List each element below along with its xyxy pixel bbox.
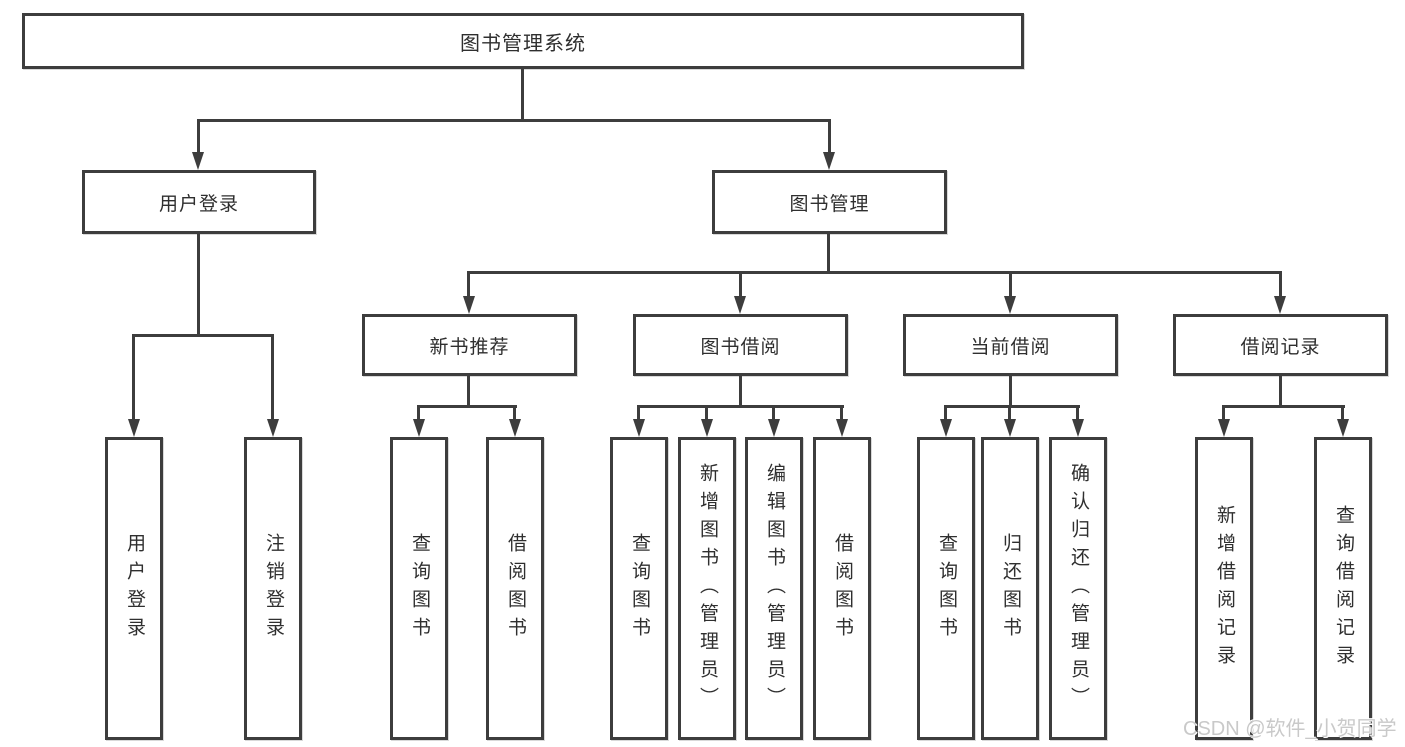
connector-line — [944, 405, 1080, 408]
arrow-down-icon — [701, 419, 713, 437]
leaf-edit-books-admin: 编辑图书（管理员） — [745, 437, 803, 740]
connector-line — [417, 405, 517, 408]
node-book-management: 图书管理 — [712, 170, 947, 234]
connector-line — [1279, 376, 1282, 407]
leaf-add-books-admin: 新增图书（管理员） — [678, 437, 736, 740]
leaf-borrow-books-recommend: 借阅图书 — [486, 437, 544, 740]
node-borrowing-records: 借阅记录 — [1173, 314, 1388, 376]
arrow-down-icon — [128, 419, 140, 437]
connector-line — [467, 271, 470, 298]
arrow-down-icon — [633, 419, 645, 437]
connector-line — [1341, 405, 1344, 421]
arrow-down-icon — [1004, 296, 1016, 314]
connector-line — [827, 234, 830, 273]
leaf-return-books: 归还图书 — [981, 437, 1039, 740]
connector-line — [1222, 405, 1225, 421]
connector-line — [513, 405, 516, 421]
node-book-borrowing: 图书借阅 — [633, 314, 848, 376]
connector-line — [739, 271, 742, 298]
leaf-query-borrow-record: 查询借阅记录 — [1314, 437, 1372, 740]
arrow-down-icon — [1274, 296, 1286, 314]
arrow-down-icon — [1337, 419, 1349, 437]
connector-line — [1076, 405, 1079, 421]
leaf-borrow-books-borrowing: 借阅图书 — [813, 437, 871, 740]
arrow-down-icon — [413, 419, 425, 437]
arrow-down-icon — [1072, 419, 1084, 437]
connector-line — [1279, 271, 1282, 298]
connector-line — [637, 405, 844, 408]
connector-line — [197, 119, 200, 153]
leaf-query-books-current: 查询图书 — [917, 437, 975, 740]
connector-line — [1222, 405, 1345, 408]
connector-line — [132, 334, 135, 420]
connector-line — [132, 334, 274, 337]
leaf-add-borrow-record: 新增借阅记录 — [1195, 437, 1253, 740]
node-new-book-recommendation: 新书推荐 — [362, 314, 577, 376]
connector-line — [840, 405, 843, 421]
connector-line — [417, 405, 420, 421]
connector-line — [197, 119, 831, 122]
connector-line — [705, 405, 708, 421]
connector-line — [467, 271, 1281, 274]
leaf-query-books-borrowing: 查询图书 — [610, 437, 668, 740]
leaf-confirm-return-admin: 确认归还（管理员） — [1049, 437, 1107, 740]
arrow-down-icon — [463, 296, 475, 314]
connector-line — [1009, 271, 1012, 298]
arrow-down-icon — [1004, 419, 1016, 437]
leaf-logout: 注销登录 — [244, 437, 302, 740]
connector-line — [467, 376, 470, 407]
arrow-down-icon — [768, 419, 780, 437]
arrow-down-icon — [509, 419, 521, 437]
connector-line — [828, 119, 831, 153]
connector-line — [1008, 405, 1011, 421]
node-library-management-system: 图书管理系统 — [22, 13, 1024, 69]
arrow-down-icon — [836, 419, 848, 437]
connector-line — [739, 376, 742, 407]
leaf-user-login: 用户登录 — [105, 437, 163, 740]
arrow-down-icon — [1218, 419, 1230, 437]
connector-line — [944, 405, 947, 421]
connector-line — [271, 334, 274, 420]
arrow-down-icon — [192, 152, 204, 170]
arrow-down-icon — [734, 296, 746, 314]
connector-line — [637, 405, 640, 421]
node-user-login: 用户登录 — [82, 170, 316, 234]
arrow-down-icon — [940, 419, 952, 437]
csdn-watermark: CSDN @软件_小贺同学 — [1183, 718, 1397, 740]
connector-line — [772, 405, 775, 421]
connector-line — [1009, 376, 1012, 407]
connector-line — [197, 234, 200, 336]
leaf-query-books-recommend: 查询图书 — [390, 437, 448, 740]
node-current-borrowing: 当前借阅 — [903, 314, 1118, 376]
arrow-down-icon — [267, 419, 279, 437]
connector-line — [521, 69, 524, 121]
arrow-down-icon — [823, 152, 835, 170]
